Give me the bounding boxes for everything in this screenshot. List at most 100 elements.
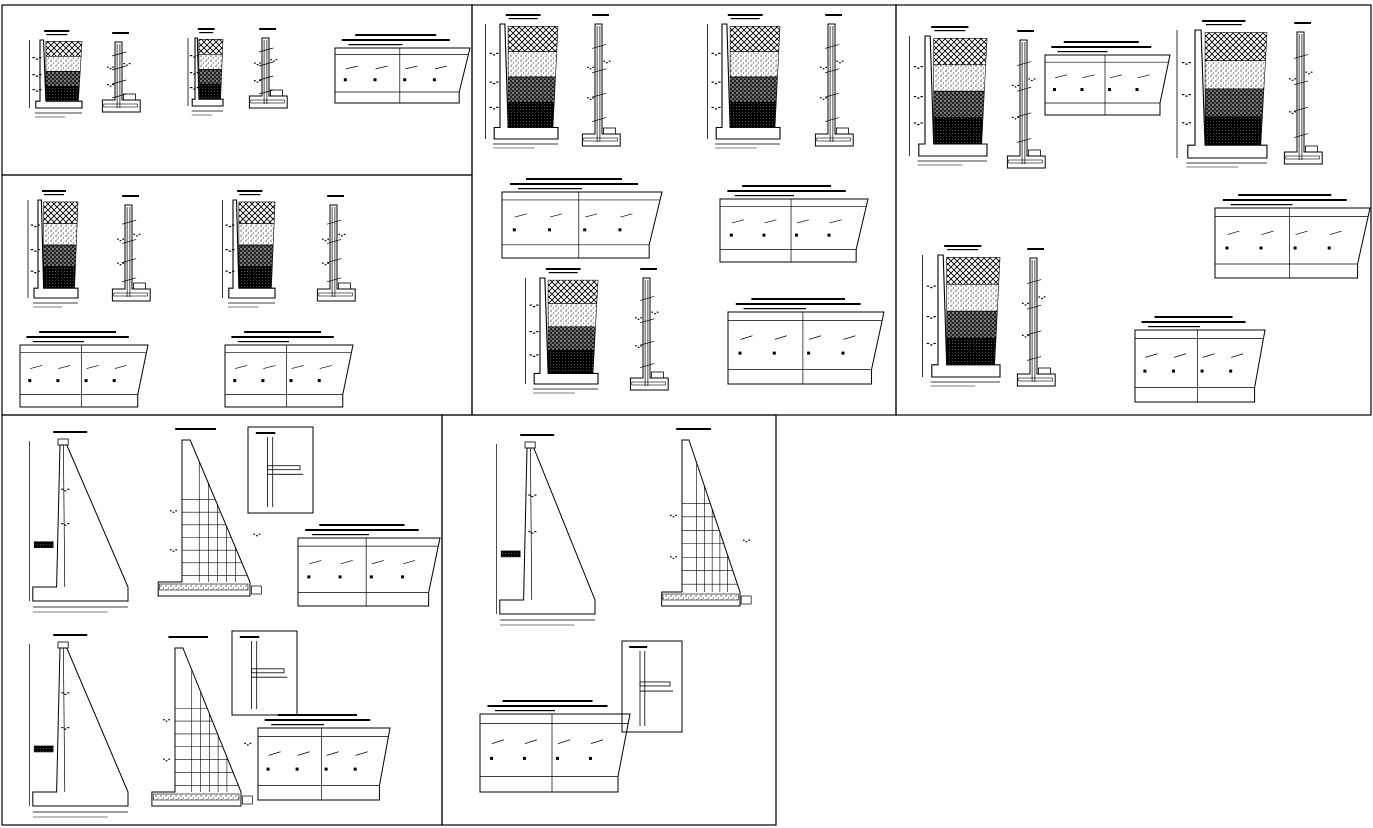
box: [1057, 51, 1108, 53]
box: [30, 249, 34, 251]
box: [122, 262, 124, 264]
box: [528, 494, 531, 496]
line: [111, 51, 127, 57]
box: [926, 342, 930, 345]
box: [341, 235, 343, 237]
box: [651, 311, 654, 313]
bar-schedule: [224, 331, 354, 408]
line: [591, 117, 607, 122]
box: [635, 317, 637, 319]
outline: [547, 303, 598, 328]
outline: [547, 326, 596, 351]
box: [930, 344, 933, 346]
line: [843, 335, 856, 340]
outline: [1016, 257, 1056, 387]
outline: [1204, 88, 1265, 118]
box: [822, 98, 825, 100]
retaining-wall-section: [27, 190, 79, 308]
box: [587, 97, 589, 99]
box: [277, 714, 357, 716]
panel-5-frame: [1, 414, 443, 826]
box: [718, 52, 721, 54]
box: [324, 240, 327, 242]
box: [1014, 86, 1017, 88]
box: [264, 719, 371, 721]
outline: [32, 647, 129, 807]
box: [742, 539, 745, 541]
box: [244, 742, 246, 744]
box: [1154, 316, 1233, 318]
box: [917, 67, 920, 69]
box: [917, 123, 920, 126]
box: [42, 190, 66, 192]
box: [1293, 246, 1297, 250]
box: [913, 66, 917, 68]
box: [1259, 246, 1263, 250]
box: [505, 14, 541, 16]
box: [489, 106, 492, 108]
box: [246, 744, 249, 746]
box: [193, 88, 196, 90]
box: [556, 756, 559, 760]
outline: [931, 254, 1001, 378]
box: [168, 636, 208, 638]
outline: [111, 204, 151, 302]
box: [608, 60, 611, 62]
box: [487, 705, 608, 707]
box: [1308, 73, 1310, 75]
line: [824, 44, 840, 49]
panel-6-frame: [441, 414, 777, 826]
box: [635, 345, 637, 347]
box: [112, 84, 114, 86]
outline: [729, 25, 781, 52]
box: [1185, 123, 1188, 125]
line: [258, 75, 274, 81]
box: [103, 103, 138, 108]
box: [675, 556, 677, 558]
box: [931, 26, 969, 28]
box: [825, 66, 827, 68]
outline: [157, 439, 251, 597]
box: [324, 264, 327, 266]
outline: [507, 76, 556, 103]
box: [225, 249, 228, 251]
outline: [228, 199, 276, 299]
box: [933, 285, 936, 287]
box: [53, 431, 88, 433]
reinforcement-detail: [1006, 30, 1046, 169]
box: [231, 630, 298, 716]
box: [1135, 88, 1139, 91]
outline: [198, 54, 223, 70]
bar-schedule: [1214, 194, 1371, 279]
box: [711, 106, 714, 108]
line: [585, 213, 598, 218]
box: [133, 233, 136, 235]
box: [639, 681, 671, 687]
box: [189, 72, 193, 74]
line: [58, 365, 71, 369]
line: [291, 365, 304, 369]
box: [621, 640, 683, 733]
counterfort-wall-section: [496, 434, 596, 626]
line: [434, 65, 447, 70]
box: [67, 692, 70, 694]
box: [1182, 94, 1185, 96]
box: [618, 228, 622, 232]
box: [1188, 62, 1192, 64]
counterfort-reinforcement-grid: [151, 636, 253, 807]
box: [1033, 78, 1036, 80]
box: [532, 355, 536, 358]
box: [1202, 20, 1246, 22]
box: [112, 379, 116, 383]
box: [745, 541, 748, 543]
box: [251, 585, 262, 595]
outline: [238, 201, 276, 224]
box: [175, 510, 177, 512]
box: [56, 379, 60, 383]
box: [319, 524, 405, 526]
line: [1145, 353, 1158, 358]
line: [1293, 106, 1309, 112]
box: [109, 68, 112, 70]
reinforcement-detail: [101, 32, 141, 113]
box: [1188, 94, 1192, 96]
